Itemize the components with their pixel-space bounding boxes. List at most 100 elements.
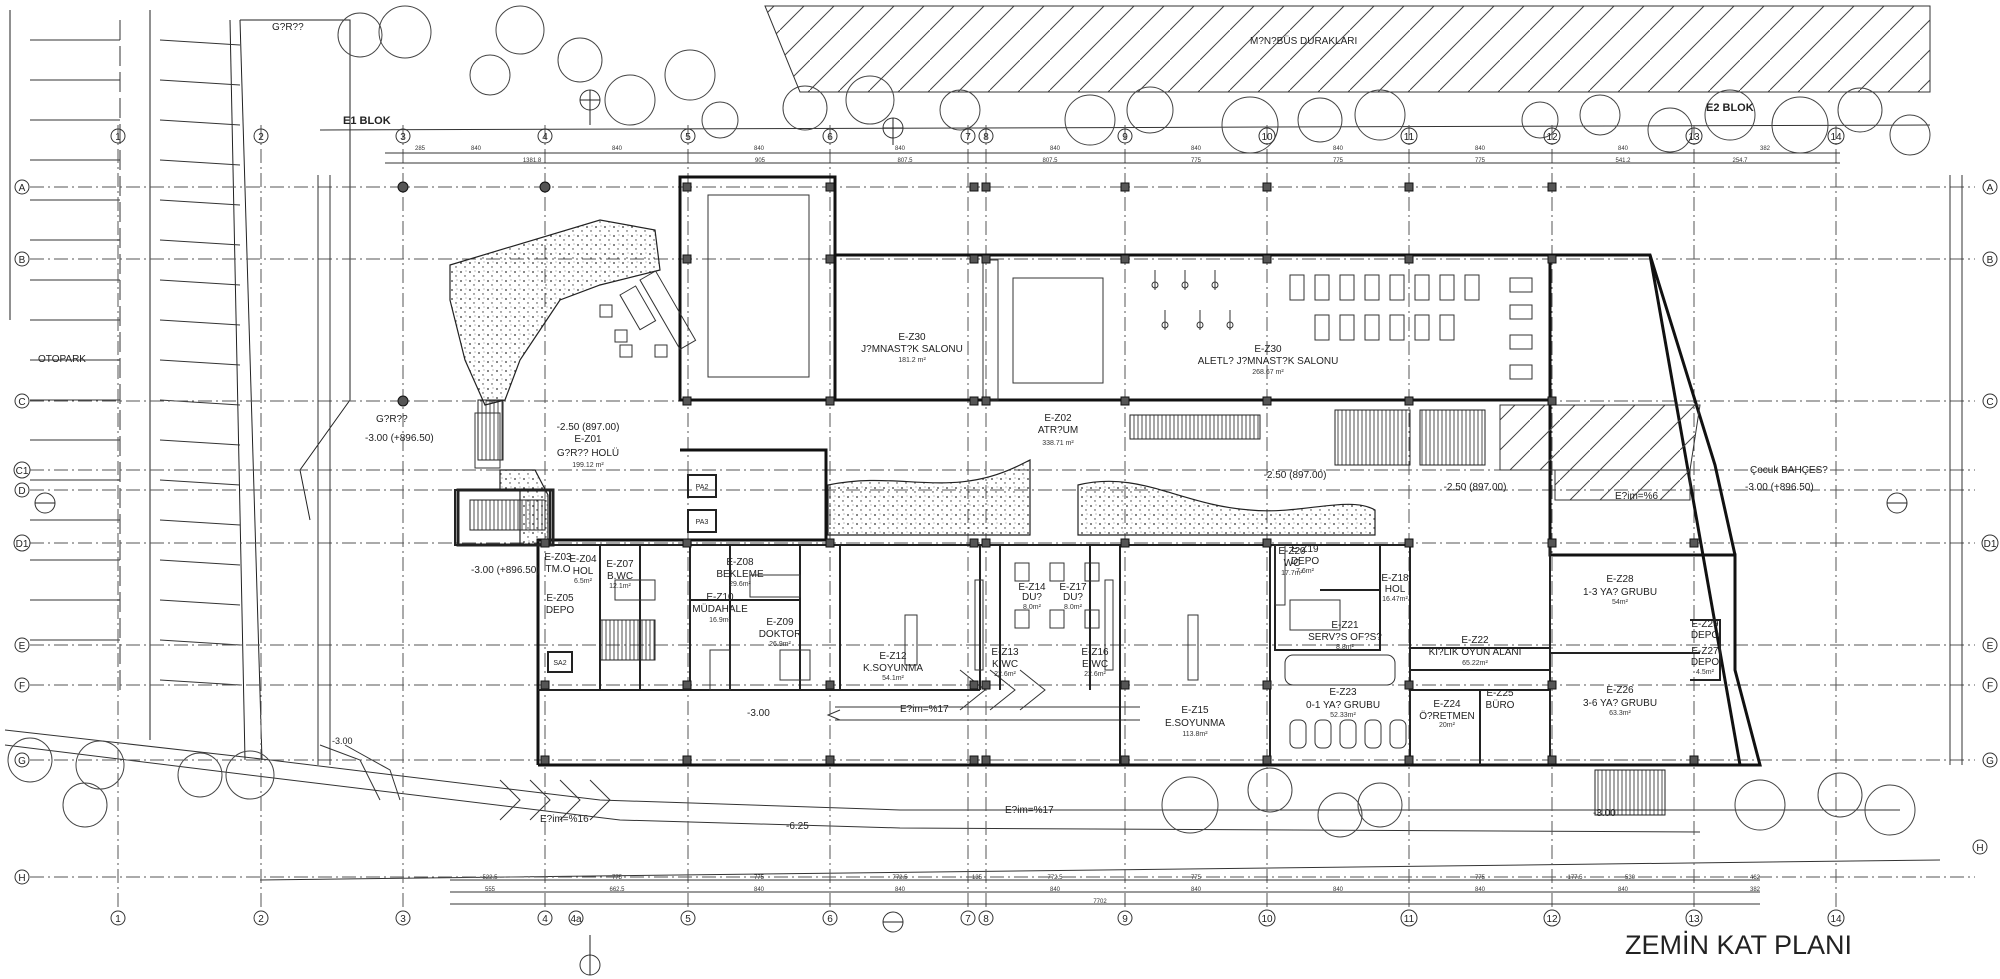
svg-text:A: A	[19, 183, 26, 194]
col-axis-12: 12 12	[1543, 127, 1561, 927]
svg-text:775: 775	[1475, 158, 1486, 164]
svg-text:775: 775	[612, 875, 623, 881]
svg-text:-3.00 (+896.50): -3.00 (+896.50)	[365, 433, 434, 444]
svg-text:807.5: 807.5	[1042, 158, 1058, 164]
entrance-furniture	[599, 270, 697, 358]
col-axis-14: 14 14	[1827, 127, 1845, 927]
svg-text:DEPO: DEPO	[546, 605, 575, 616]
room-hol-z04: E-Z04 HOL 6.5m²	[569, 554, 597, 585]
svg-text:F: F	[1987, 681, 1993, 692]
svg-text:-3.00 (+896.50): -3.00 (+896.50)	[1745, 482, 1814, 493]
svg-text:E-Z07: E-Z07	[606, 559, 634, 570]
svg-text:KI?LIK OYUN ALANI: KI?LIK OYUN ALANI	[1429, 647, 1522, 658]
svg-text:3-6 YA? GRUBU: 3-6 YA? GRUBU	[1583, 698, 1657, 709]
svg-text:HOL: HOL	[573, 566, 594, 577]
col-axis-8: 8 8	[978, 128, 994, 926]
svg-text:-2.50 (897.00): -2.50 (897.00)	[1264, 470, 1327, 481]
svg-text:G?R?? HOLÜ: G?R?? HOLÜ	[557, 447, 619, 459]
svg-text:D1: D1	[16, 539, 29, 550]
svg-text:H: H	[1976, 843, 1983, 854]
svg-text:181.2 m²: 181.2 m²	[898, 357, 926, 364]
planter-1	[449, 219, 661, 406]
minibus-hatch-area	[764, 5, 1931, 93]
svg-text:382: 382	[1760, 146, 1771, 152]
svg-text:9: 9	[1122, 914, 1128, 925]
room-wc-z20: E-Z20 WC 17.7m²	[1278, 546, 1306, 577]
room-tmo: E-Z03 TM.O	[544, 552, 572, 575]
room-dus-z14: E-Z14 DU? 8.0m²	[1018, 582, 1046, 611]
svg-text:Ö?RETMEN: Ö?RETMEN	[1419, 710, 1475, 722]
section-markers	[34, 89, 1908, 976]
svg-text:807.5: 807.5	[897, 158, 913, 164]
room-0-1-yas: E-Z23 0-1 YA? GRUBU 52.33m²	[1306, 687, 1380, 719]
parking-stalls	[30, 20, 241, 690]
room-gym: E-Z30 J?MNAST?K SALONU 181.2 m²	[861, 332, 963, 364]
svg-text:254.7: 254.7	[1732, 158, 1748, 164]
col-axis-1: 1 1	[110, 128, 126, 926]
row-axis-C: C C	[14, 393, 1998, 409]
svg-text:M?N?BÜS DURAKLARI: M?N?BÜS DURAKLARI	[1250, 35, 1357, 47]
room-kislik-oyun: E-Z22 KI?LIK OYUN ALANI 65.22m²	[1429, 635, 1522, 667]
svg-text:1: 1	[115, 132, 121, 143]
room-bekleme: E-Z08 BEKLEME 29.6m²	[716, 557, 764, 588]
col-axis-9: 9 9	[1117, 128, 1133, 926]
svg-text:E: E	[19, 641, 26, 652]
col-axis-6: 6 6	[822, 128, 838, 926]
room-ogretmen: E-Z24 Ö?RETMEN 20m²	[1419, 699, 1475, 729]
svg-text:662.5: 662.5	[609, 887, 625, 893]
svg-text:840: 840	[1050, 887, 1061, 893]
svg-text:8.8m²: 8.8m²	[1336, 644, 1355, 651]
room-1-3-yas: E-Z28 1-3 YA? GRUBU 54m²	[1583, 574, 1657, 606]
svg-text:65.22m²: 65.22m²	[1462, 660, 1488, 667]
svg-text:E-Z20: E-Z20	[1278, 546, 1306, 557]
svg-text:530: 530	[1625, 875, 1636, 881]
svg-text:DU?: DU?	[1022, 592, 1042, 603]
row-axis-F: F F	[14, 677, 1998, 693]
svg-text:E-Z22: E-Z22	[1461, 635, 1489, 646]
svg-text:840: 840	[1618, 887, 1629, 893]
svg-text:HOL: HOL	[1385, 584, 1406, 595]
svg-text:840: 840	[1333, 146, 1344, 152]
svg-text:OTOPARK: OTOPARK	[38, 354, 86, 365]
svg-text:E-Z21: E-Z21	[1331, 620, 1359, 631]
svg-text:-6.25: -6.25	[786, 821, 809, 832]
svg-text:MÜDAHALE: MÜDAHALE	[692, 603, 748, 615]
svg-text:ATR?UM: ATR?UM	[1038, 425, 1078, 436]
svg-text:E-Z18: E-Z18	[1381, 573, 1409, 584]
col-axis-4: 4 4	[537, 128, 553, 926]
svg-text:63.3m²: 63.3m²	[1609, 710, 1631, 717]
svg-text:B.WC: B.WC	[607, 571, 633, 582]
svg-text:52.33m²: 52.33m²	[1330, 712, 1356, 719]
svg-text:5: 5	[685, 914, 691, 925]
row-axis-G: G G	[14, 752, 1998, 768]
svg-text:PA3: PA3	[696, 519, 709, 526]
svg-text:E-Z02: E-Z02	[1044, 413, 1072, 424]
svg-text:DEPO: DEPO	[1291, 556, 1320, 567]
svg-text:17.7m²: 17.7m²	[1281, 570, 1303, 577]
room-labels: E-Z30 J?MNAST?K SALONU 181.2 m² E-Z30 AL…	[544, 332, 1719, 738]
svg-text:E-Z30: E-Z30	[898, 332, 926, 343]
svg-text:G?R??: G?R??	[376, 414, 408, 425]
svg-text:DEPO: DEPO	[1691, 657, 1720, 668]
room-hol-z18: E-Z18 HOL 16.47m²	[1381, 573, 1409, 603]
stair-4	[1594, 769, 1666, 816]
svg-text:3: 3	[400, 132, 406, 143]
svg-text:WC: WC	[1284, 558, 1301, 569]
room-entrance-hall: E-Z01 G?R?? HOLÜ 199.12 m²	[557, 434, 619, 469]
svg-text:E?im=%16: E?im=%16	[540, 814, 589, 825]
svg-text:1381.8: 1381.8	[523, 158, 542, 164]
gym-equipment	[1151, 270, 1533, 380]
svg-text:BÜRO: BÜRO	[1486, 699, 1515, 711]
svg-text:775: 775	[1333, 158, 1344, 164]
svg-text:8: 8	[983, 132, 989, 143]
svg-text:840: 840	[1475, 146, 1486, 152]
svg-text:840: 840	[754, 887, 765, 893]
svg-text:8: 8	[983, 914, 989, 925]
svg-text:6.5m²: 6.5m²	[574, 578, 593, 585]
svg-text:113.8m²: 113.8m²	[1182, 731, 1208, 738]
svg-text:E-Z01: E-Z01	[574, 434, 602, 445]
svg-text:G?R??: G?R??	[272, 22, 304, 33]
svg-text:14: 14	[1830, 132, 1842, 143]
svg-text:462: 462	[1750, 875, 1761, 881]
svg-text:268.67 m²: 268.67 m²	[1252, 369, 1284, 376]
